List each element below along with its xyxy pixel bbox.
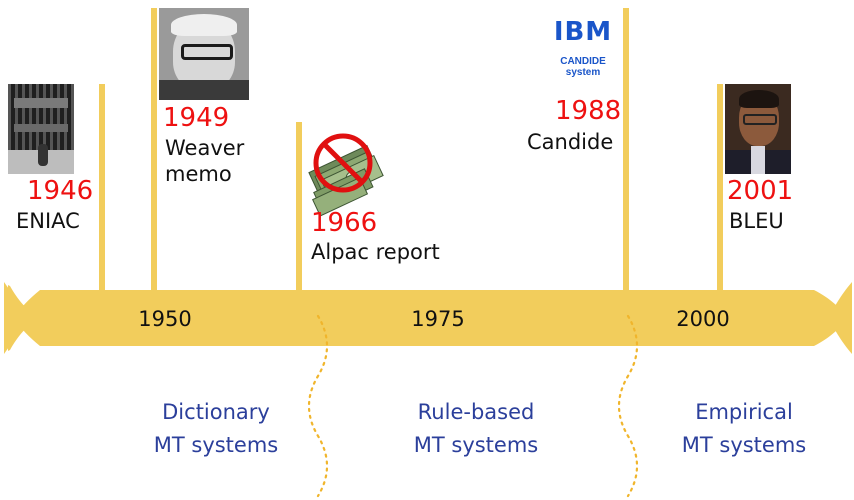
axis-tick-1950: 1950 [138,307,192,331]
event-stem-1946 [99,84,105,296]
event-year-1966: 1966 [311,208,378,238]
era-dictionary-line1: Dictionary [162,400,270,424]
era-dictionary-line2: MT systems [153,433,279,457]
event-stem-1966 [296,122,302,296]
event-label-alpac: Alpac report [311,240,440,264]
ibm-logo-text: IBM [553,17,613,47]
axis-tick-1975: 1975 [411,307,465,331]
candide-caption-line2: system [565,67,601,78]
event-label-bleu: BLEU [729,209,784,233]
era-rule-based-line2: MT systems [413,433,539,457]
event-year-1949: 1949 [163,103,230,133]
event-stem-2001 [717,84,723,296]
event-year-2001: 2001 [727,176,794,206]
era-empirical-line2: MT systems [681,433,807,457]
ibm-logo: IBM CANDIDE system [548,18,618,90]
event-label-eniac: ENIAC [16,209,80,233]
event-label-candide: Candide [527,130,614,154]
event-year-1988: 1988 [555,96,622,126]
era-dictionary: Dictionary MT systems [126,396,306,462]
axis-tick-2000: 2000 [676,307,730,331]
papineni-portrait [725,84,791,174]
eniac-photo [8,84,74,174]
event-stem-1949 [151,8,157,296]
event-stem-1988 [623,8,629,296]
era-empirical: Empirical MT systems [654,396,834,462]
era-rule-based-line1: Rule-based [417,400,535,424]
candide-caption-line1: CANDIDE [560,56,606,67]
event-year-1946: 1946 [27,176,94,206]
era-empirical-line1: Empirical [695,400,793,424]
timeline-band-body [8,285,848,351]
event-label-weaver-line1: Weaver [165,136,245,160]
band-right-notch [828,282,852,354]
no-money-icon [308,133,384,217]
era-rule-based: Rule-based MT systems [386,396,566,462]
weaver-portrait [159,8,249,100]
band-left-notch [4,282,30,354]
event-label-weaver-line2: memo [165,162,232,186]
